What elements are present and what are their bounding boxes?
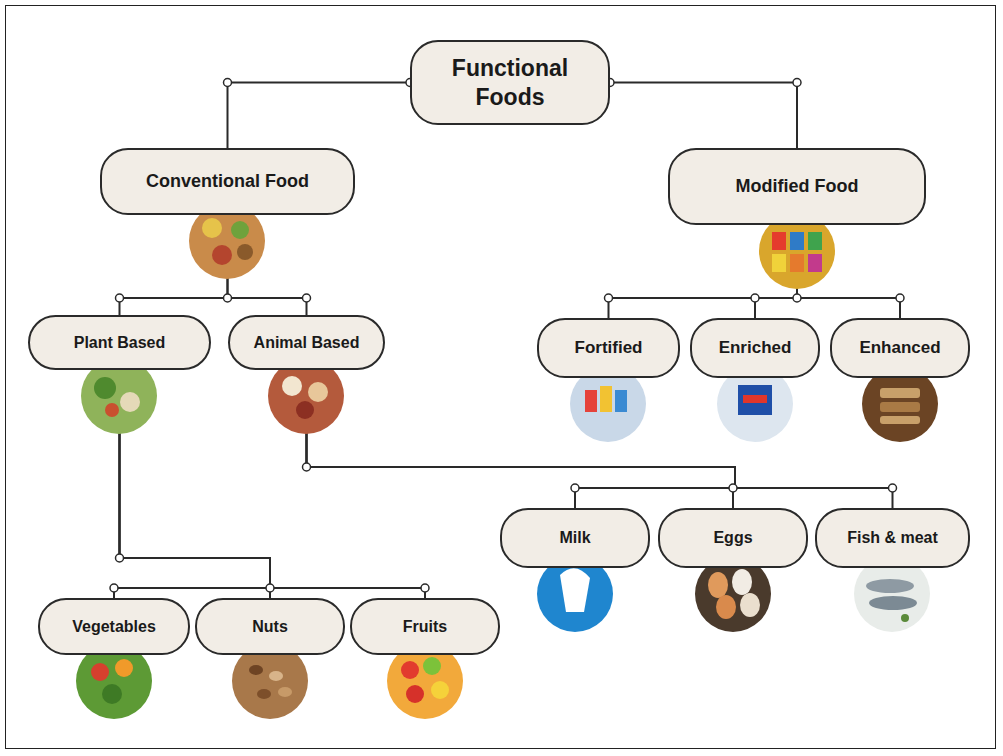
category-label: Plant Based bbox=[74, 333, 166, 353]
category-label: Nuts bbox=[252, 617, 288, 637]
junction-dot bbox=[116, 554, 124, 562]
tree-connector bbox=[610, 83, 797, 149]
junction-dot bbox=[751, 294, 759, 302]
category-box: Plant Based bbox=[28, 315, 211, 370]
tree-connector bbox=[228, 83, 411, 149]
junction-dot bbox=[303, 463, 311, 471]
tree-connector bbox=[307, 370, 736, 508]
junction-dot bbox=[793, 294, 801, 302]
category-box: Conventional Food bbox=[100, 148, 355, 215]
junction-dot bbox=[110, 584, 118, 592]
category-label: Animal Based bbox=[254, 333, 360, 353]
junction-dot bbox=[303, 294, 311, 302]
junction-dot bbox=[116, 294, 124, 302]
junction-dot bbox=[605, 294, 613, 302]
category-box: Fruits bbox=[350, 598, 500, 655]
category-label: Enhanced bbox=[859, 337, 940, 358]
tree-connector bbox=[307, 370, 736, 508]
category-label: Fortified bbox=[575, 337, 643, 358]
category-box: Fish & meat bbox=[815, 508, 970, 568]
category-box: Vegetables bbox=[38, 598, 190, 655]
category-box: Milk bbox=[500, 508, 650, 568]
category-label: Conventional Food bbox=[146, 170, 309, 193]
category-label: Fruits bbox=[403, 617, 447, 637]
junction-dot bbox=[896, 294, 904, 302]
category-box: Enhanced bbox=[830, 318, 970, 378]
category-label: Vegetables bbox=[72, 617, 156, 637]
junction-dot bbox=[421, 584, 429, 592]
category-label: Fish & meat bbox=[847, 528, 938, 548]
tree-connector bbox=[114, 370, 270, 598]
category-label: Eggs bbox=[713, 528, 752, 548]
tree-connector bbox=[797, 225, 900, 318]
category-label: Milk bbox=[559, 528, 590, 548]
junction-dot bbox=[889, 484, 897, 492]
category-box: Fortified bbox=[537, 318, 680, 378]
junction-dot bbox=[571, 484, 579, 492]
junction-dot bbox=[266, 584, 274, 592]
category-label: Modified Food bbox=[736, 175, 859, 198]
category-label: Enriched bbox=[719, 337, 792, 358]
category-box: Enriched bbox=[690, 318, 820, 378]
category-label: Functional Foods bbox=[426, 54, 594, 112]
category-box: Functional Foods bbox=[410, 40, 610, 125]
category-box: Modified Food bbox=[668, 148, 926, 225]
junction-dot bbox=[224, 294, 232, 302]
junction-dot bbox=[224, 79, 232, 87]
category-box: Nuts bbox=[195, 598, 345, 655]
junction-dot bbox=[793, 79, 801, 87]
category-box: Eggs bbox=[658, 508, 808, 568]
category-box: Animal Based bbox=[228, 315, 385, 370]
junction-dot bbox=[729, 484, 737, 492]
